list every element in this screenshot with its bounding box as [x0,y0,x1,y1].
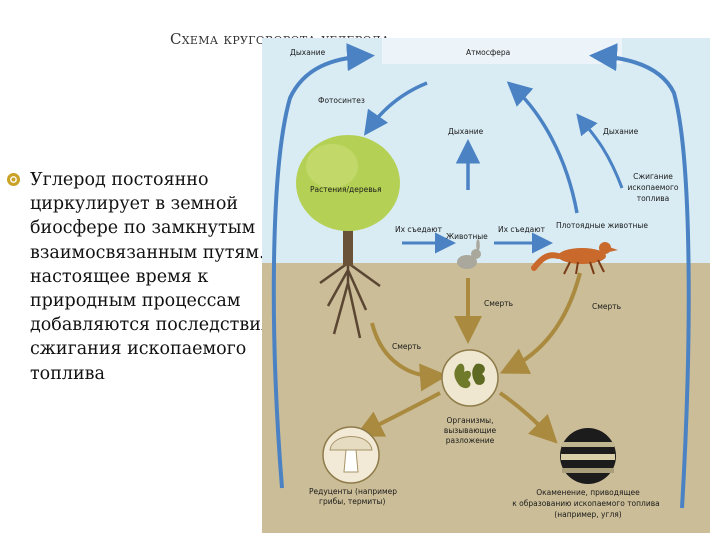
bullet-text: Углерод постоянно циркулирует в земной б… [30,170,284,384]
label-fossil-1: Окаменение, приводящее [536,488,640,497]
fox-icon [531,242,618,275]
label-decomposers-2: вызывающие [444,426,497,435]
label-respiration-top: Дыхание [290,48,326,57]
rabbit-icon [457,239,481,269]
label-photosynthesis: Фотосинтез [318,96,365,105]
label-eaten-2: Их съедают [498,225,546,234]
death-carnivores-arrow [499,272,582,374]
label-combustion-1: Сжигание [633,172,673,181]
bullet-marker-icon [7,173,20,186]
label-plants: Растения/деревья [310,185,382,194]
label-reducers-1: Редуценты (например [309,487,397,496]
label-death-mid: Смерть [484,299,513,308]
label-carnivores: Плотоядные животные [556,221,648,230]
label-death-left: Смерть [392,342,421,351]
label-fossil-3: (например, угля) [554,510,621,519]
respiration-left-arrow [271,43,375,489]
respiration-carnivores-arrow [506,81,579,214]
to-reducers-arrow [354,391,441,437]
decomposer-organisms-icon [441,349,499,407]
combustion-arrow [576,113,624,189]
atmosphere-band [382,38,622,64]
coal-layers-icon [560,428,616,484]
label-reducers-2: грибы, термиты) [319,497,385,506]
label-decomposers-3: разложение [446,436,495,445]
label-combustion-2: ископаемого [627,183,678,192]
death-plants-arrow [370,322,448,392]
label-atmosphere: Атмосфера [466,48,510,57]
mushroom-icon [322,426,380,484]
label-fossil-2: к образованию ископаемого топлива [512,499,660,508]
label-eaten-1: Их съедают [395,225,443,234]
to-fossilization-arrow [498,391,558,444]
carbon-cycle-diagram: Дыхание Атмосфера Фотосинтез Дыхание Дых… [262,38,710,533]
label-respiration-right: Дыхание [603,127,639,136]
label-combustion-3: топлива [637,194,670,203]
fossil-combustion-right-arrow [589,43,691,509]
photosynthesis-arrow [363,81,428,136]
label-death-right: Смерть [592,302,621,311]
tree-icon [296,135,400,339]
label-decomposers-1: Организмы, [447,416,494,425]
label-respiration-mid: Дыхание [448,127,484,136]
label-animals: Животные [446,232,488,241]
